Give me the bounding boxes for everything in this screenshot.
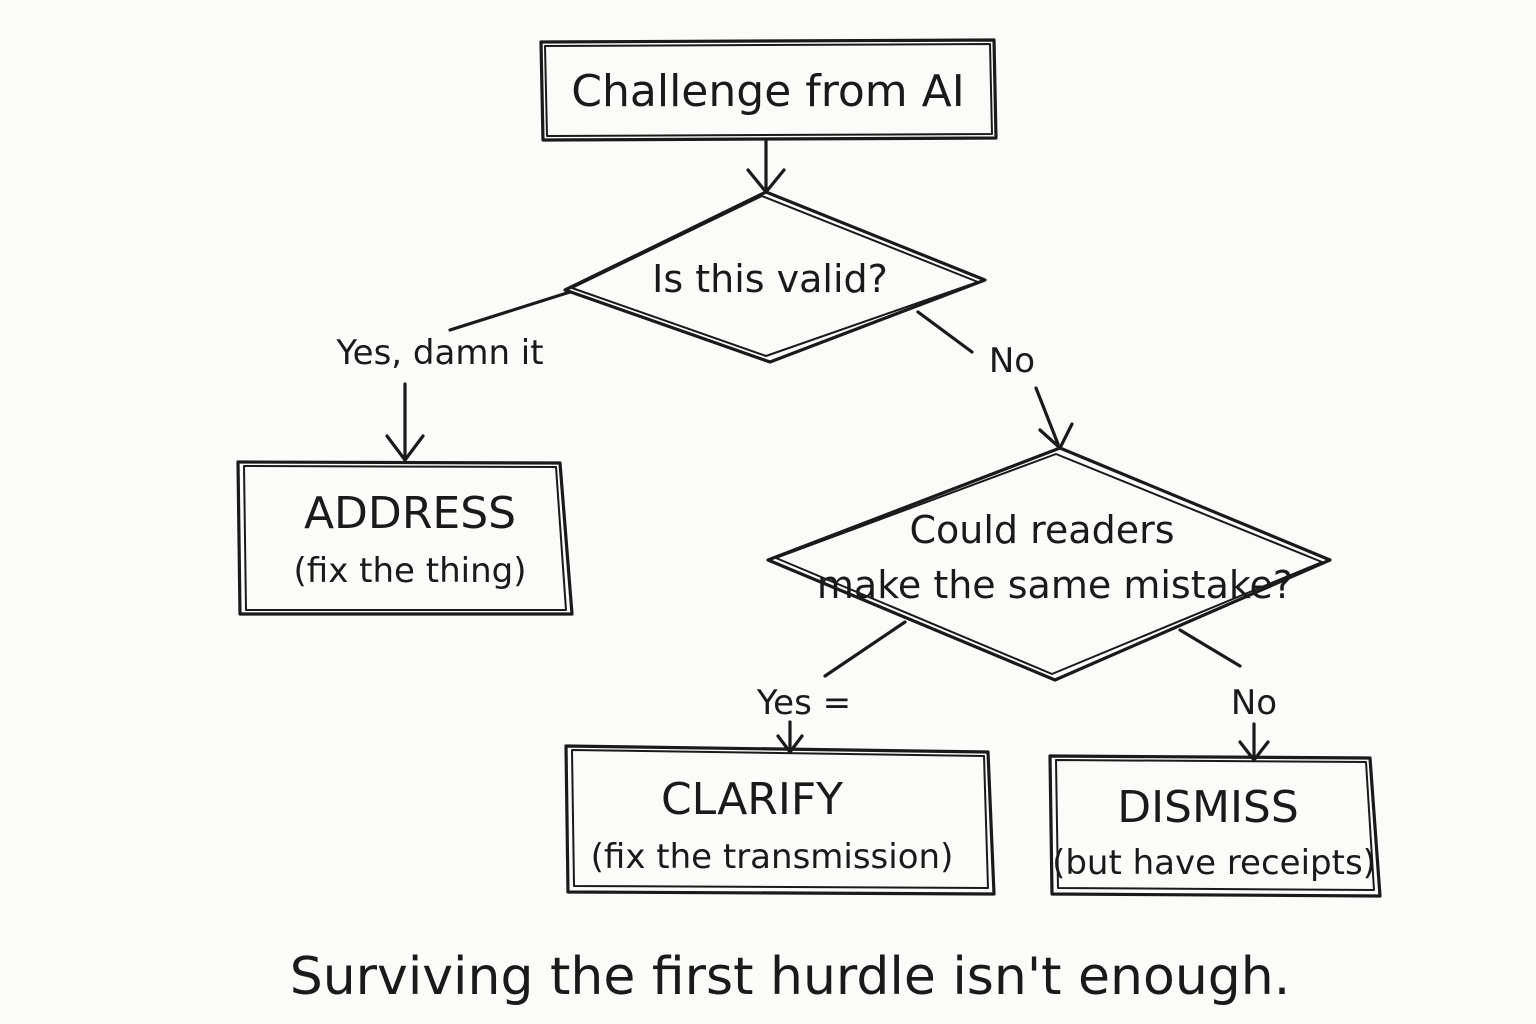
clarify-node: CLARIFY (fix the transmission) (564, 744, 996, 896)
decision-valid-label: Is this valid? (652, 257, 888, 301)
address-node-subtitle: (fix the thing) (294, 551, 527, 591)
clarify-node-subtitle: (fix the transmission) (591, 837, 954, 877)
address-node: ADDRESS (fix the thing) (236, 460, 574, 616)
edge-readers-no-label: No (1231, 683, 1277, 723)
edge-valid-no-label: No (989, 341, 1035, 381)
edge-readers-yes: Yes = (756, 620, 907, 754)
edge-readers-no: No (1178, 628, 1277, 762)
decision-readers-line1: Could readers (910, 508, 1175, 552)
edge-valid-no: No (916, 310, 1074, 450)
edge-valid-yes: Yes, damn it (335, 290, 572, 462)
start-node: Challenge from AI (539, 38, 998, 142)
diagram-caption: Surviving the first hurdle isn't enough. (290, 947, 1291, 1007)
arrow-start-to-decision1 (746, 138, 786, 194)
edge-readers-yes-label: Yes = (756, 683, 851, 723)
dismiss-node: DISMISS (but have receipts) (1048, 754, 1382, 898)
edge-valid-yes-label: Yes, damn it (335, 333, 543, 373)
clarify-node-title: CLARIFY (661, 774, 843, 825)
start-node-label: Challenge from AI (571, 66, 964, 117)
decision-valid-node: Is this valid? (563, 190, 987, 364)
dismiss-node-title: DISMISS (1117, 782, 1299, 833)
address-node-title: ADDRESS (304, 488, 516, 539)
decision-readers-line2: make the same mistake? (817, 563, 1293, 607)
dismiss-node-subtitle: (but have receipts) (1052, 843, 1376, 883)
decision-readers-node: Could readers make the same mistake? (766, 446, 1332, 682)
